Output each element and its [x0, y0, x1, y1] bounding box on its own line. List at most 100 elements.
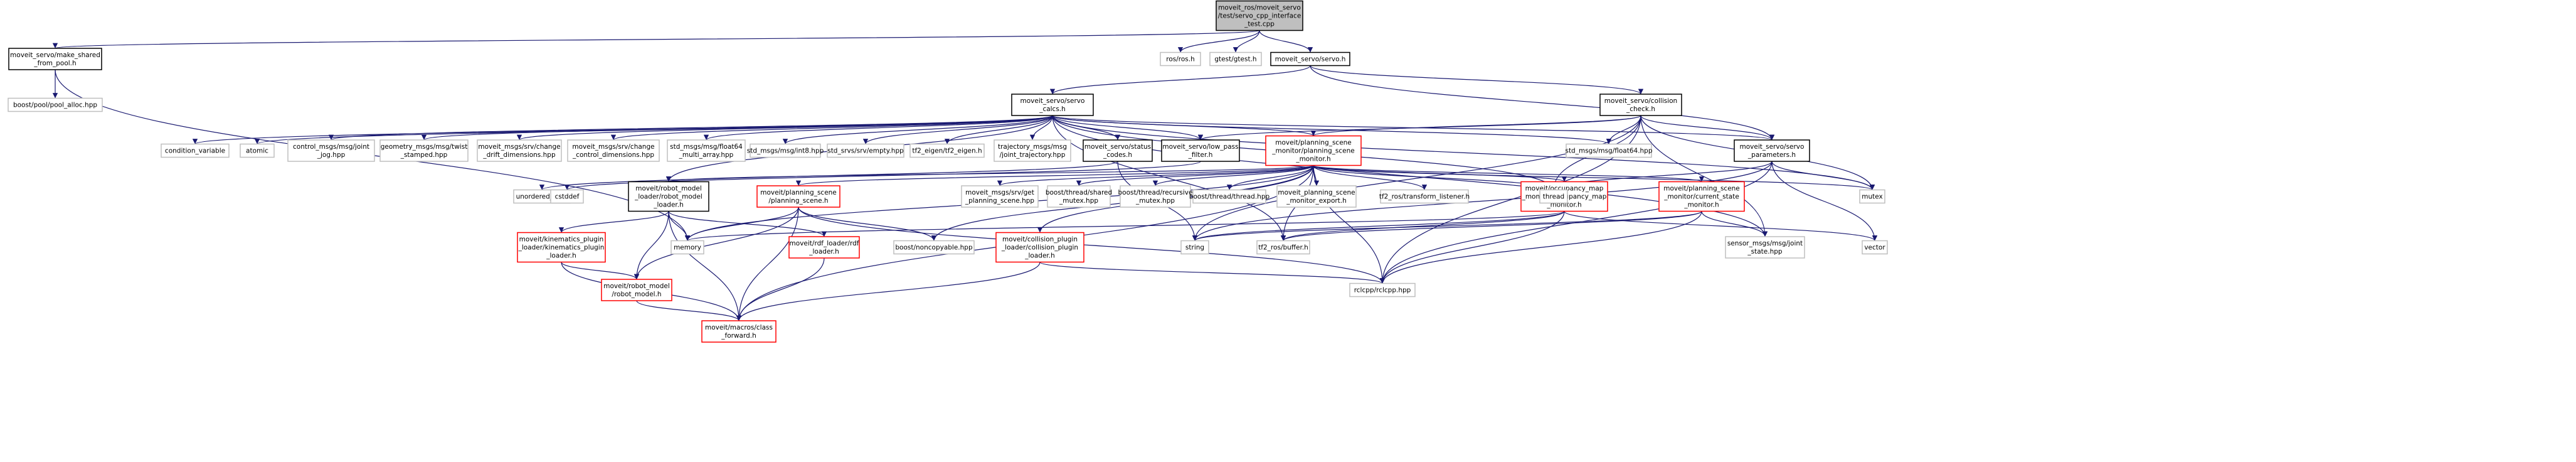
node-box: [756, 185, 840, 208]
node-moveit-msgs-srv-change-control-dimensions-hpp[interactable]: moveit_msgs/srv/change_control_dimension…: [567, 139, 660, 162]
node-tf2-ros-transform-listener-h[interactable]: tf2_ros/transform_listener.h: [1379, 189, 1470, 204]
node-cstddef[interactable]: cstddef: [550, 189, 584, 204]
node-moveit-ros-moveit-servo-test-servo-cpp-interface-test-cpp[interactable]: moveit_ros/moveit_servo/test/servo_cpp_i…: [1216, 0, 1303, 31]
node-label-line: tf2_ros/buffer.h: [1258, 244, 1308, 252]
node-box: [1380, 189, 1469, 204]
edge-ps_h-to-memory: [684, 207, 799, 241]
node-moveit-servo-low-pass-filter-h[interactable]: moveit_servo/low_pass_filter.h: [1161, 139, 1240, 162]
edge-psm-to-ps_h: [796, 164, 1314, 186]
node-box: [893, 240, 975, 255]
node-label-line: gtest/gtest.h: [1214, 56, 1256, 63]
node-gtest-gtest-h[interactable]: gtest/gtest.h: [1209, 51, 1262, 67]
node-ros-ros-h[interactable]: ros/ros.h: [1160, 51, 1201, 67]
node-std-msgs-msg-int8-hpp[interactable]: std_msgs/msg/int8.hpp: [747, 143, 824, 158]
node-boost-noncopyable-hpp[interactable]: boost/noncopyable.hpp: [893, 240, 975, 255]
node-trajectory-msgs-msg-joint-trajectory-hpp[interactable]: trajectory_msgs/msg/joint_trajectory.hpp: [994, 139, 1071, 162]
node-label-line: thread: [1543, 193, 1564, 201]
node-control-msgs-msg-joint-jog-hpp[interactable]: control_msgs/msg/joint_jog.hpp: [287, 139, 375, 162]
node-label-line: moveit_planning_scene: [1278, 189, 1355, 196]
node-moveit-servo-servo-calcs-h[interactable]: moveit_servo/servo_calcs.h: [1011, 94, 1094, 116]
node-box: [1862, 240, 1888, 255]
node-box: [788, 236, 860, 259]
node-moveit-planning-scene-monitor-export-h[interactable]: moveit_planning_scene_monitor_export.h: [1276, 185, 1357, 208]
node-moveit-collision-plugin-loader-collision-plugin-loader-h[interactable]: moveit/collision_plugin_loader/collision…: [995, 232, 1084, 263]
node-moveit-rdf-loader-rdf-loader-h[interactable]: moveit/rdf_loader/rdf_loader.h: [788, 236, 860, 259]
node-label-line: _multi_array.hpp: [679, 151, 734, 159]
node-box: [909, 143, 985, 158]
node-moveit-servo-servo-h[interactable]: moveit_servo/servo.h: [1270, 51, 1350, 67]
node-label-line: boost/noncopyable.hpp: [895, 244, 973, 252]
node-moveit-planning-scene-monitor-planning-scene-monitor-h[interactable]: moveit/planning_scene_monitor/planning_s…: [1265, 135, 1362, 166]
edge-servo_h-to-collision_check: [1310, 65, 1644, 95]
edge-csm-to-jointstate: [1701, 211, 1768, 237]
node-box: [667, 139, 746, 162]
node-box: [628, 181, 709, 212]
node-moveit-msgs-srv-get-planning-scene-hpp[interactable]: moveit_msgs/srv/get_planning_scene.hpp: [961, 185, 1039, 208]
node-sensor-msgs-msg-joint-state-hpp[interactable]: sensor_msgs/msg/joint_state.hpp: [1725, 236, 1805, 259]
node-rclcpp-rclcpp-hpp[interactable]: rclcpp/rclcpp.hpp: [1349, 282, 1416, 298]
node-label-line: _loader.h: [546, 252, 576, 260]
node-atomic[interactable]: atomic: [240, 143, 275, 158]
node-std-msgs-msg-float64-hpp[interactable]: std_msgs/msg/float64.hpp: [1565, 143, 1653, 158]
node-moveit-servo-collision-check-h[interactable]: moveit_servo/collision_check.h: [1599, 94, 1682, 116]
node-box: [8, 48, 102, 70]
node-string[interactable]: string: [1180, 240, 1209, 255]
node-std-srvs-srv-empty-hpp[interactable]: std_srvs/srv/empty.hpp: [827, 143, 904, 158]
node-moveit-robot-model-loader-robot-model-loader-h[interactable]: moveit/robot_model_loader/robot_model_lo…: [628, 181, 709, 212]
node-label-line: moveit_msgs/srv/get: [965, 189, 1034, 196]
node-moveit-planning-scene-planning-scene-h[interactable]: moveit/planning_scene/planning_scene.h: [756, 185, 840, 208]
node-label-line: moveit/macros/class: [705, 324, 773, 331]
node-moveit-robot-model-robot-model-h[interactable]: moveit/robot_model/robot_model.h: [601, 279, 672, 301]
node-std-msgs-msg-float64-multi-array-hpp[interactable]: std_msgs/msg/float64_multi_array.hpp: [667, 139, 746, 162]
edge-params-to-vector: [1771, 161, 1878, 241]
node-moveit-servo-status-codes-h[interactable]: moveit_servo/status_codes.h: [1083, 139, 1153, 162]
node-boost-thread-recursive-mutex-hpp[interactable]: boost/thread/recursive_mutex.hpp: [1118, 185, 1193, 208]
edge-params-to-rclcpp: [1379, 161, 1773, 284]
node-label-line: _forward.h: [721, 332, 756, 340]
node-label-line: _filter.h: [1188, 151, 1213, 159]
node-boost-pool-pool-alloc-hpp[interactable]: boost/pool/pool_alloc.hpp: [8, 97, 103, 112]
node-box: [477, 139, 562, 162]
node-box: [240, 143, 275, 158]
edge-psm-to-mutex: [1313, 164, 1875, 191]
node-tf2-ros-buffer-h[interactable]: tf2_ros/buffer.h: [1256, 240, 1310, 255]
node-label-line: moveit_servo/make_shared: [10, 51, 100, 59]
node-label-line: _loader.h: [808, 248, 839, 255]
node-mutex[interactable]: mutex: [1859, 189, 1885, 204]
edge-occ-to-vector: [1564, 210, 1878, 242]
node-condition-variable[interactable]: condition_variable: [161, 143, 230, 158]
node-label-line: moveit/robot_model: [635, 185, 702, 193]
edge-servo_calcs-to-f64multi: [704, 115, 1053, 141]
node-label-line: memory: [674, 244, 701, 252]
node-vector[interactable]: vector: [1862, 240, 1888, 255]
node-boost-thread-shared-mutex-hpp[interactable]: boost/thread/shared_mutex.hpp: [1046, 185, 1112, 208]
node-boost-thread-thread-hpp[interactable]: boost/thread/thread.hpp: [1189, 189, 1270, 204]
node-label-line: _state.hpp: [1747, 248, 1783, 255]
node-moveit-macros-class-forward-h[interactable]: moveit/macros/class_forward.h: [701, 320, 777, 343]
edge-servo_calcs-to-int8: [782, 115, 1053, 145]
edge-psm-to-shared_mutex: [1076, 164, 1314, 186]
node-tf2-eigen-tf2-eigen-h[interactable]: tf2_eigen/tf2_eigen.h: [909, 143, 985, 158]
node-box: [671, 240, 704, 255]
node-box: [1349, 282, 1416, 298]
edge-rdf-to-class_fwd: [736, 257, 825, 321]
node-moveit-kinematics-plugin-loader-kinematics-plugin-loader-h[interactable]: moveit/kinematics_plugin_loader/kinemati…: [517, 232, 606, 263]
node-moveit-servo-servo-parameters-h[interactable]: moveit_servo/servo_parameters.h: [1734, 139, 1810, 162]
node-box: [1566, 143, 1652, 158]
node-memory[interactable]: memory: [671, 240, 704, 255]
node-geometry-msgs-msg-twist-stamped-hpp[interactable]: geometry_msgs/msg/twist_stamped.hpp: [379, 139, 469, 162]
node-label-line: boost/thread/recursive: [1118, 189, 1193, 196]
edge-rml-to-class_fwd: [668, 211, 742, 321]
node-box: [517, 232, 606, 263]
node-label-line: control_msgs/msg/joint: [293, 143, 369, 151]
edge-root-to-servo_h: [1259, 30, 1313, 53]
edge-servo_calcs-to-tf2eigen: [944, 115, 1053, 144]
node-label-line: atomic: [246, 148, 268, 155]
node-moveit-msgs-srv-change-drift-dimensions-hpp[interactable]: moveit_msgs/srv/change_drift_dimensions.…: [477, 139, 562, 162]
node-thread[interactable]: thread: [1539, 189, 1568, 204]
node-moveit-servo-make-shared-from-pool-h[interactable]: moveit_servo/make_shared_from_pool.h: [8, 48, 102, 70]
node-label-line: _monitor/planning_scene: [1271, 148, 1355, 155]
edge-collision_check-to-jointstate: [1640, 115, 1768, 237]
node-moveit-planning-scene-monitor-current-state-monitor-h[interactable]: moveit/planning_scene_monitor/current_st…: [1658, 181, 1745, 212]
node-label-line: _loader.h: [1024, 252, 1055, 260]
